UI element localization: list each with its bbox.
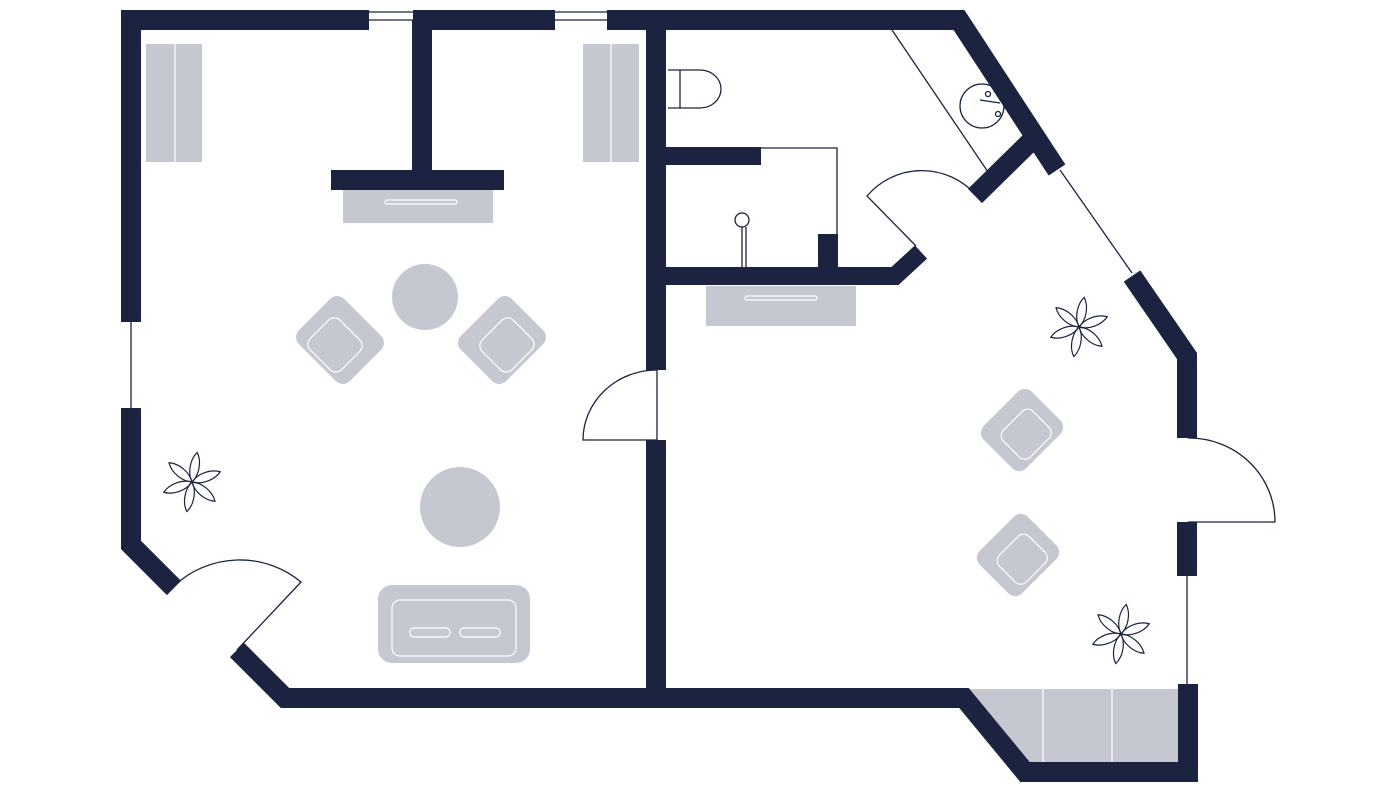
walls-layer (121, 10, 1198, 782)
plant-leaf (191, 470, 222, 484)
shower-icon (734, 147, 838, 268)
sofa-icon (378, 585, 530, 663)
furniture-layer (146, 44, 1178, 762)
plant-icon (162, 451, 222, 513)
wall (1123, 270, 1197, 438)
plant-leaf (1097, 614, 1122, 635)
plant-leaf (191, 481, 216, 502)
armchair-icon (976, 513, 1060, 597)
plant-leaf (1076, 296, 1088, 328)
window-icon (369, 11, 413, 21)
plant-leaf (1078, 315, 1109, 329)
bay-bench (966, 689, 1178, 762)
plant-leaf (1091, 632, 1122, 646)
wall (818, 234, 838, 278)
armchair-icon (980, 388, 1064, 472)
fixtures-layer (130, 11, 1276, 684)
radiator-icon (343, 190, 493, 223)
radiator-icon (706, 286, 856, 326)
plant-icon (1049, 296, 1109, 358)
plant-leaf (1120, 633, 1145, 654)
armchair-icon (458, 296, 546, 384)
wardrobe-left (146, 44, 202, 162)
wall (121, 408, 182, 596)
plant-leaf (162, 480, 193, 494)
window-icon (555, 11, 607, 21)
window-icon (1059, 169, 1133, 274)
plant-leaf (189, 451, 201, 483)
round-table-icon (420, 467, 500, 547)
door-swing-icon (582, 369, 658, 441)
armchair-icon (296, 296, 384, 384)
door-swing-icon (866, 169, 976, 247)
toilet-icon (668, 69, 722, 109)
wall (331, 170, 504, 190)
door-swing-icon (173, 559, 302, 651)
wall (607, 10, 1066, 176)
plant-leaf (1112, 633, 1124, 665)
wardrobe-middle (583, 44, 639, 162)
plant-leaf (1070, 326, 1082, 358)
wall (121, 10, 369, 322)
plant-leaf (1055, 307, 1080, 328)
plant-leaf (183, 481, 195, 513)
wall (229, 642, 1198, 782)
plant-leaf (1118, 603, 1130, 635)
round-table-icon (392, 264, 458, 330)
plant-leaf (168, 462, 193, 483)
wall (656, 245, 928, 285)
plant-leaf (1078, 326, 1103, 347)
wall (967, 134, 1038, 204)
door-swing-icon (1187, 437, 1276, 523)
plant-icon (1091, 603, 1151, 665)
plant-leaf (1049, 325, 1080, 339)
plant-leaf (1120, 622, 1151, 636)
